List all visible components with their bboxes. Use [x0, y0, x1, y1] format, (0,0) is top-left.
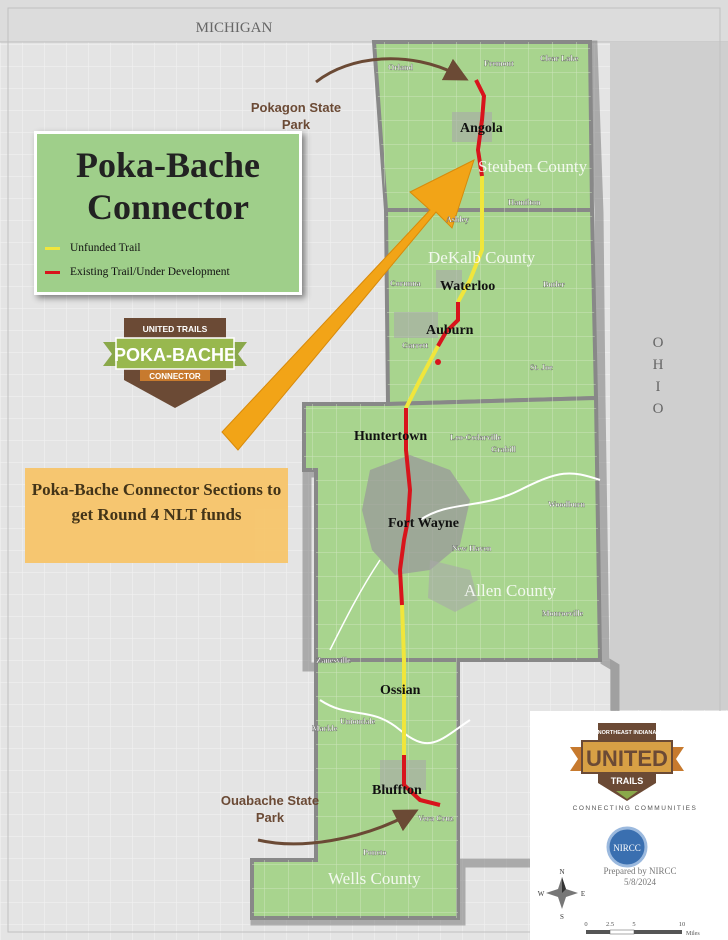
- town-clear-lake: Clear Lake: [540, 54, 579, 63]
- town-fremont: Fremont: [484, 59, 514, 68]
- town-ossian: Ossian: [380, 683, 421, 698]
- town-monroeville: Monroeville: [542, 609, 584, 618]
- united-logo-sub: TRAILS: [611, 776, 644, 786]
- nircc-seal-text: NIRCC: [613, 843, 641, 853]
- connecting-tagline: CONNECTING COMMUNITIES: [572, 805, 698, 812]
- michigan-area: [0, 0, 728, 42]
- town-angola: Angola: [460, 121, 503, 136]
- town-huntertown: Huntertown: [354, 429, 427, 444]
- highlight-arrow: [221, 159, 475, 451]
- funding-callout: Poka-Bache Connector Sections to get Rou…: [25, 468, 288, 563]
- callout-text: Poka-Bache Connector Sections to get Rou…: [31, 480, 282, 524]
- town-fort-wayne: Fort Wayne: [388, 516, 459, 531]
- scale-tick-3: 10: [679, 921, 686, 928]
- united-logo-main: UNITED: [586, 746, 668, 771]
- town-butler: Butler: [543, 280, 565, 289]
- town-garrett: Garrett: [402, 341, 428, 350]
- town-zanesville: Zanesville: [316, 656, 351, 665]
- united-logo-region: NORTHEAST INDIANA: [598, 730, 657, 736]
- existing-trail: [397, 79, 487, 807]
- legend-item-unfunded: Unfunded Trail: [45, 242, 141, 254]
- town-uniondale: Uniondale: [340, 717, 376, 726]
- scale-unit: Miles: [686, 931, 700, 937]
- poka-logo-main: POKA-BACHE: [114, 345, 236, 365]
- prepared-by-text: Prepared by NIRCC: [603, 866, 677, 876]
- town-new-haven: New Haven: [452, 544, 492, 553]
- town-st-joe: St. Joe: [530, 363, 553, 372]
- united-trails-logo: NORTHEAST INDIANA UNITED TRAILS: [570, 723, 684, 801]
- scale-tick-1: 2.5: [606, 921, 614, 928]
- town-auburn: Auburn: [426, 323, 474, 338]
- fort-wayne-urban: [362, 455, 470, 575]
- legend-label-existing: Existing Trail/Under Development: [70, 266, 230, 278]
- legend-item-existing: Existing Trail/Under Development: [45, 266, 230, 278]
- compass-rose: N S E W: [538, 868, 585, 921]
- town-orland: Orland: [388, 63, 413, 72]
- town-bluffton: Bluffton: [372, 783, 422, 798]
- county-label-allen: Allen County: [464, 581, 557, 600]
- town-ashley: Ashley: [446, 215, 469, 224]
- town-woodburn: Woodburn: [548, 500, 585, 509]
- town-grabill: Grabill: [491, 445, 517, 454]
- town-waterloo: Waterloo: [440, 279, 495, 294]
- compass-e: E: [581, 890, 585, 898]
- logo-panel-graphics: NORTHEAST INDIANA UNITED TRAILS NIRCC N …: [538, 723, 700, 937]
- scale-tick-0: 0: [584, 921, 587, 928]
- scale-bar: 0 2.5 5 10 Miles: [584, 921, 700, 937]
- poka-bache-logo: UNITED TRAILS POKA-BACHE CONNECTOR: [103, 318, 247, 408]
- scale-tick-2: 5: [632, 921, 635, 928]
- town-poneto: Poneto: [363, 848, 387, 857]
- town-vera-cruz: Vera Cruz: [418, 814, 454, 823]
- town-corunna: Corunna: [390, 279, 421, 288]
- legend-swatch-yellow: [45, 246, 60, 250]
- poka-logo-top: UNITED TRAILS: [143, 324, 208, 334]
- compass-n: N: [559, 868, 564, 876]
- prepared-by: Prepared by NIRCC 5/8/2024: [590, 866, 690, 888]
- poka-logo-bottom: CONNECTOR: [149, 372, 201, 381]
- prepared-date: 5/8/2024: [623, 877, 656, 887]
- county-label-dekalb: DeKalb County: [428, 248, 536, 267]
- unfunded-trail: [400, 176, 484, 755]
- nircc-seal: NIRCC: [606, 826, 648, 868]
- town-hamilton: Hamilton: [508, 198, 541, 207]
- ouabache-arrow: [257, 809, 419, 846]
- ohio-area: [610, 42, 728, 710]
- town-markle: Markle: [312, 724, 338, 733]
- county-label-wells: Wells County: [328, 869, 421, 888]
- town-leo-cedarville: Leo-Cedarville: [450, 433, 502, 442]
- pokagon-arrow: [315, 57, 469, 84]
- legend-swatch-red: [45, 270, 60, 274]
- county-label-steuben: Steuben County: [478, 157, 588, 176]
- compass-w: W: [538, 890, 545, 898]
- compass-s: S: [560, 913, 564, 921]
- legend-label-unfunded: Unfunded Trail: [70, 242, 141, 254]
- michigan-label: MICHIGAN: [196, 20, 273, 36]
